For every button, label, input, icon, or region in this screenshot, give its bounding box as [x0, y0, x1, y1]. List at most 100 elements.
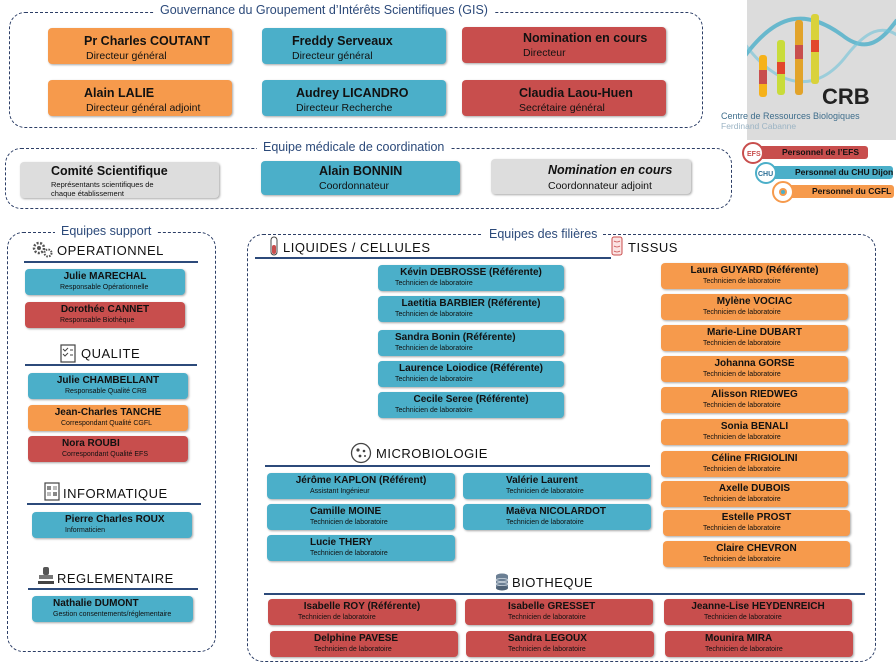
member-role: Directeur — [523, 47, 566, 59]
member-name: Estelle PROST — [721, 512, 792, 523]
member-name: Isabelle GRESSET — [508, 601, 596, 612]
member-card: Pierre Charles ROUX Informaticien — [32, 512, 192, 538]
member-card: Jérôme KAPLON (Référent) Assistant Ingén… — [267, 473, 455, 499]
member-card: Sonia BENALI Technicien de laboratoire — [661, 419, 848, 445]
member-card: Claire CHEVRON Technicien de laboratoire — [663, 541, 850, 567]
microbiologie-divider — [265, 465, 650, 467]
biotheque-divider — [264, 593, 865, 595]
member-name: Freddy Serveaux — [292, 34, 393, 48]
member-card: Mounira MIRA Technicien de laboratoire — [665, 631, 853, 657]
member-role: Technicien de laboratoire — [703, 309, 781, 316]
member-name: Nomination en cours — [548, 163, 673, 177]
member-card: Nora ROUBI Correspondant Qualité EFS — [28, 436, 188, 462]
checklist-icon — [60, 344, 76, 363]
efs-logo-icon: EFS — [742, 142, 764, 164]
qualite-divider — [25, 364, 197, 366]
operationnel-divider — [24, 261, 198, 263]
medical-card-coordinator: Alain BONNIN Coordonnateur — [261, 161, 460, 195]
member-card: Dorothée CANNET Responsable Biothèque — [25, 302, 185, 328]
legend-efs-label: Personnel de l’EFS — [756, 146, 868, 159]
member-name: Pierre Charles ROUX — [65, 514, 165, 525]
gis-card-director-efs: Nomination en cours Directeur — [462, 27, 666, 63]
medical-card-scientific-committee: Comité Scientifique Représentants scient… — [20, 162, 219, 198]
svg-text:CHU: CHU — [758, 171, 773, 178]
member-card: Jean-Charles TANCHE Correspondant Qualit… — [28, 405, 188, 431]
member-card: Estelle PROST Technicien de laboratoire — [663, 510, 850, 536]
member-name: Jérôme KAPLON (Référent) — [295, 475, 427, 486]
biotheque-header: BIOTHEQUE — [512, 575, 594, 590]
member-role: Technicien de laboratoire — [703, 556, 781, 563]
operationnel-header: OPERATIONNEL — [57, 243, 164, 258]
member-role: Directeur Recherche — [296, 102, 393, 114]
member-card: Nathalie DUMONT Gestion consentements/ré… — [32, 596, 193, 622]
member-role: Correspondant Qualité CGFL — [61, 420, 153, 427]
member-name: Cecile Seree (Référente) — [413, 394, 529, 405]
member-card: Jeanne-Lise HEYDENREICH Technicien de la… — [664, 599, 852, 625]
member-card: Kévin DEBROSSE (Référente) Technicien de… — [378, 265, 564, 291]
member-role: Technicien de laboratoire — [395, 280, 473, 287]
member-name: Mylène VOCIAC — [716, 296, 793, 307]
member-name: Julie MARECHAL — [63, 271, 147, 282]
member-card: Maëva NICOLARDOT Technicien de laboratoi… — [463, 504, 651, 530]
medical-title: Equipe médicale de coordination — [257, 140, 451, 154]
member-name: Claudia Laou-Huen — [519, 86, 633, 100]
member-role: Gestion consentements/réglementaire — [53, 611, 172, 618]
member-card: Laurence Loiodice (Référente) Technicien… — [378, 361, 564, 387]
member-name: Valérie Laurent — [506, 475, 578, 486]
filieres-title: Equipes des filières — [483, 227, 604, 241]
member-card: Sandra LEGOUX Technicien de laboratoire — [466, 631, 654, 657]
member-role: Directeur général — [292, 50, 373, 62]
member-role: Technicien de laboratoire — [703, 402, 781, 409]
member-name: Marie-Line DUBART — [706, 327, 802, 338]
liquides-divider — [255, 257, 611, 259]
member-name: Comité Scientifique — [51, 164, 168, 178]
member-name: Julie CHAMBELLANT — [56, 375, 160, 386]
member-name: Axelle DUBOIS — [718, 483, 791, 494]
gis-title: Gouvernance du Groupement d’Intérêts Sci… — [154, 3, 494, 17]
member-card: Delphine PAVESE Technicien de laboratoir… — [270, 631, 458, 657]
member-role: Représentants scientifiques de chaque ét… — [51, 180, 154, 198]
member-card: Isabelle GRESSET Technicien de laboratoi… — [465, 599, 653, 625]
petri-dish-icon — [350, 442, 372, 464]
member-name: Céline FRIGIOLINI — [711, 453, 798, 464]
tissus-header: TISSUS — [628, 240, 678, 255]
member-role: Technicien de laboratoire — [704, 614, 782, 621]
member-role: Technicien de laboratoire — [395, 407, 473, 414]
member-name: Dorothée CANNET — [60, 304, 150, 315]
member-card: Céline FRIGIOLINI Technicien de laborato… — [661, 451, 848, 477]
member-role: Assistant Ingénieur — [310, 488, 370, 495]
member-role: Technicien de laboratoire — [506, 488, 584, 495]
informatique-divider — [27, 503, 201, 505]
member-name: Nathalie DUMONT — [53, 598, 139, 609]
cgfl-logo-icon — [772, 181, 794, 203]
test-tube-icon — [270, 236, 278, 256]
member-card: Johanna GORSE Technicien de laboratoire — [661, 356, 848, 382]
support-title: Equipes support — [55, 224, 158, 238]
logo-acronym: CRB — [822, 84, 870, 109]
member-name: Delphine PAVESE — [314, 633, 399, 644]
member-role: Responsable Biothèque — [60, 317, 135, 324]
member-name: Mounira MIRA — [705, 633, 773, 644]
svg-text:EFS: EFS — [747, 151, 761, 158]
member-role: Technicien de laboratoire — [395, 311, 473, 318]
member-card: Laetitia BARBIER (Référente) Technicien … — [378, 296, 564, 322]
member-card: Axelle DUBOIS Technicien de laboratoire — [661, 481, 848, 507]
member-name: Nora ROUBI — [62, 438, 120, 449]
member-card: Camille MOINE Technicien de laboratoire — [267, 504, 455, 530]
crb-logo: CRB Centre de Ressources Biologiques Fer… — [721, 0, 896, 140]
member-name: Camille MOINE — [310, 506, 382, 517]
member-name: Sandra Bonin (Référente) — [395, 332, 516, 343]
member-role: Informaticien — [65, 527, 106, 534]
member-name: Maëva NICOLARDOT — [506, 506, 607, 517]
gis-card-director-general-cgfl: Pr Charles COUTANT Directeur général — [48, 28, 232, 64]
gis-card-director-general-chu: Freddy Serveaux Directeur général — [262, 28, 446, 64]
member-name: Johanna GORSE — [714, 358, 795, 369]
member-role: Technicien de laboratoire — [314, 646, 392, 653]
liquides-header: LIQUIDES / CELLULES — [283, 240, 431, 255]
member-name: Sandra LEGOUX — [508, 633, 587, 644]
member-role: Technicien de laboratoire — [703, 496, 781, 503]
member-card: Alisson RIEDWEG Technicien de laboratoir… — [661, 387, 848, 413]
medical-card-deputy-coordinator: Nomination en cours Coordonnateur adjoin… — [491, 159, 691, 194]
storage-icon — [495, 573, 509, 591]
stamp-icon — [38, 567, 54, 584]
